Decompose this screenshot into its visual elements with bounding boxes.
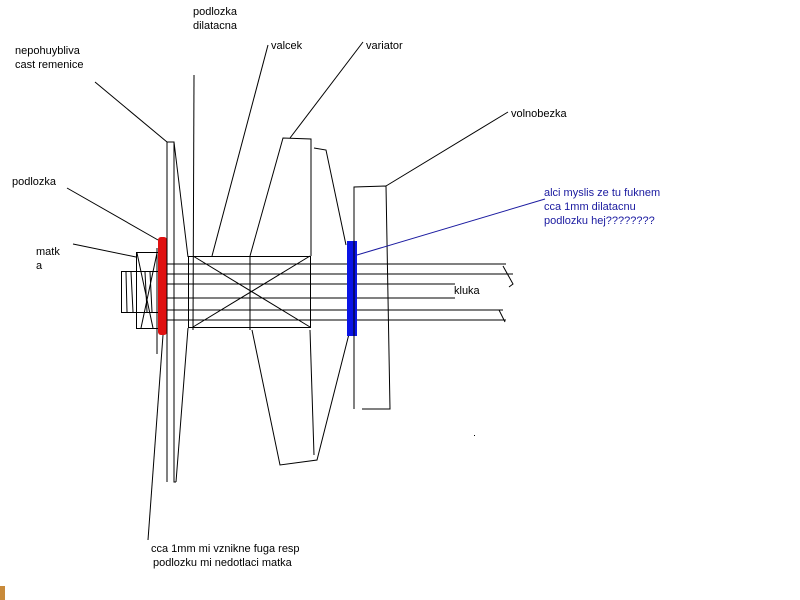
shaft-lines [160,263,514,323]
label-line: cast remenice [15,59,84,71]
corner-mark [0,586,5,600]
label-line: podlozku hej???????? [544,215,655,227]
blue-washer [347,241,357,336]
red-washer [158,237,167,335]
label-matka: matk a [36,245,60,273]
label-line: dilatacna [193,20,238,32]
label-line: cca 1mm dilatacnu [544,201,636,213]
label-variator: variator [366,40,403,52]
fixed-pulley-half [166,74,195,483]
variator [249,137,351,466]
label-kluka: kluka [454,285,480,297]
roller-box [188,255,311,330]
question-note: alci myslis ze tu fuknem cca 1mm dilatac… [544,186,660,228]
label-line: cca 1mm mi vznikne fuga resp [151,543,300,555]
label-line: nepohuybliva [15,45,80,57]
gap-note: cca 1mm mi vznikne fuga resp podlozku mi… [151,542,300,570]
leader-lines [66,41,546,541]
label-volnobezka: volnobezka [511,108,567,120]
label-line: podlozku mi nedotlaci matka [153,557,292,569]
label-line: matk [36,246,60,258]
label-line: a [36,260,43,272]
label-nepohuybliva: nepohuybliva cast remenice [15,44,83,72]
label-line: podlozka [193,6,238,18]
label-podlozka: podlozka [12,176,57,188]
label-podlozka-dilatacna: podlozka dilatacna [193,5,237,33]
nut [121,248,160,354]
label-line: alci myslis ze tu fuknem [544,187,661,199]
label-valcek: valcek [271,40,303,52]
dot [474,435,475,436]
